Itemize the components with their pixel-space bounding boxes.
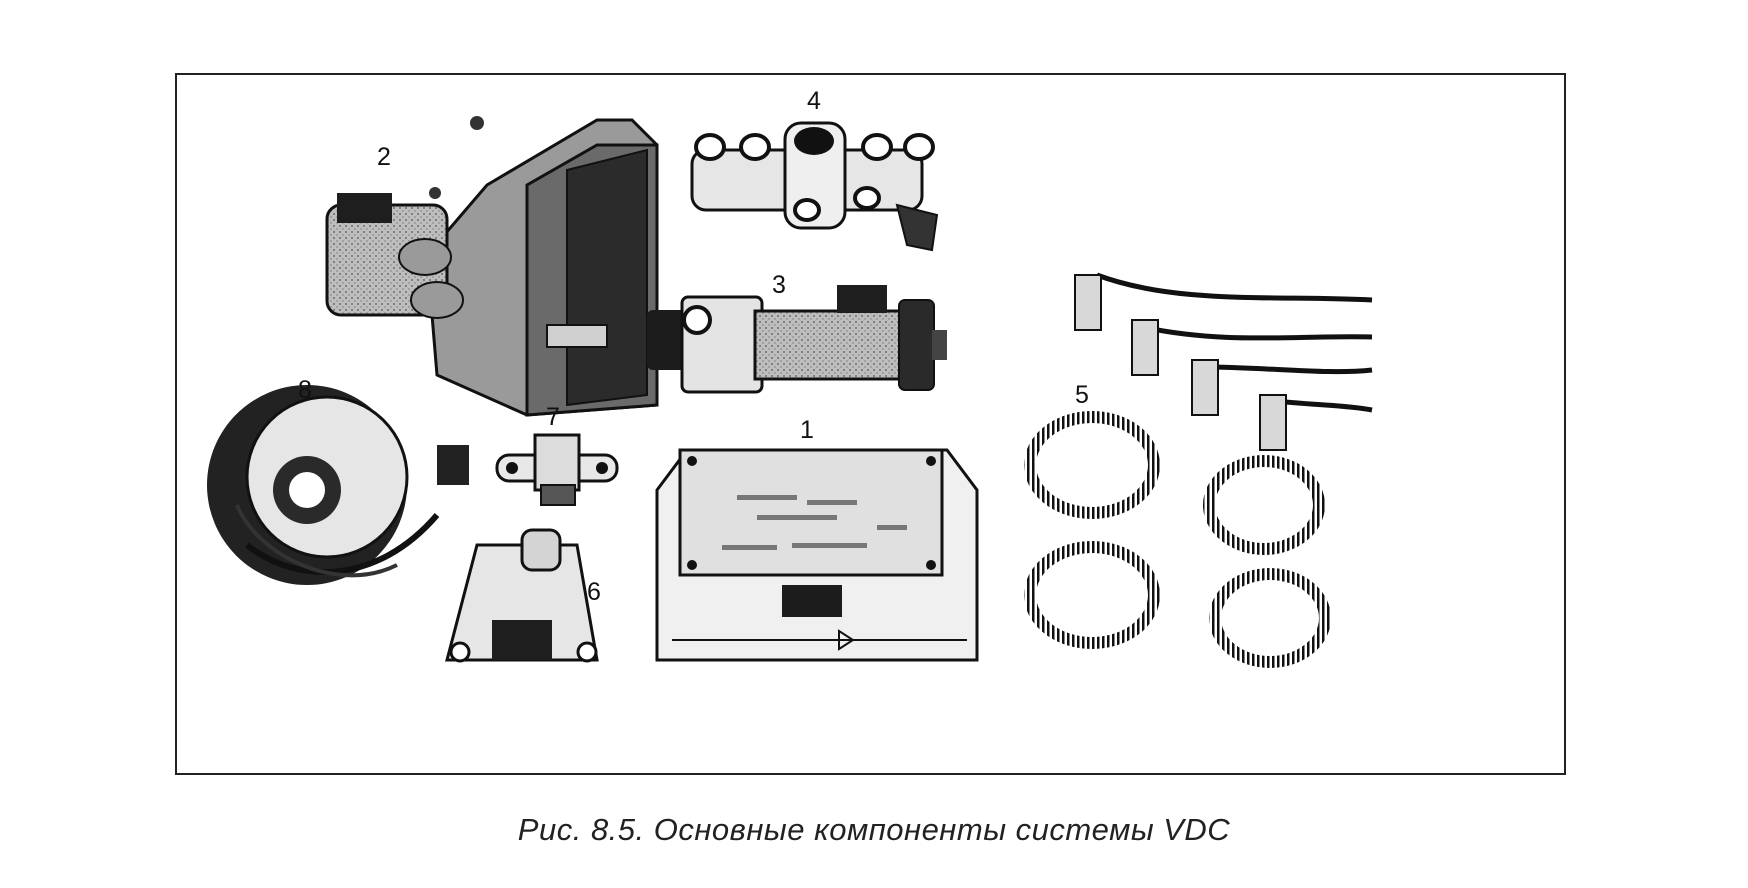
callout-6: 6 <box>587 578 601 606</box>
callout-2: 2 <box>377 143 391 171</box>
callout-8: 8 <box>298 376 312 404</box>
callout-5: 5 <box>1075 381 1089 409</box>
pump-motor-drawing <box>647 285 947 394</box>
yaw-rate-sensor-drawing <box>495 433 619 506</box>
callout-4: 4 <box>807 87 821 115</box>
valve-block-drawing <box>690 121 939 252</box>
control-unit-drawing <box>655 448 979 662</box>
steering-angle-sensor-drawing <box>207 385 469 585</box>
components-illustration <box>207 116 1373 668</box>
hydraulic-unit-drawing <box>325 116 659 417</box>
tone-rings-drawing <box>1024 411 1331 668</box>
figure-caption: Рис. 8.5. Основные компоненты системы VD… <box>517 812 1231 847</box>
acceleration-sensor-drawing <box>445 528 599 663</box>
callout-1: 1 <box>800 416 814 444</box>
figure-frame: 1 2 3 4 5 6 7 8 <box>175 73 1566 775</box>
callout-3: 3 <box>772 271 786 299</box>
callout-7: 7 <box>546 403 560 431</box>
wheel-speed-sensors-drawing <box>1074 272 1373 451</box>
